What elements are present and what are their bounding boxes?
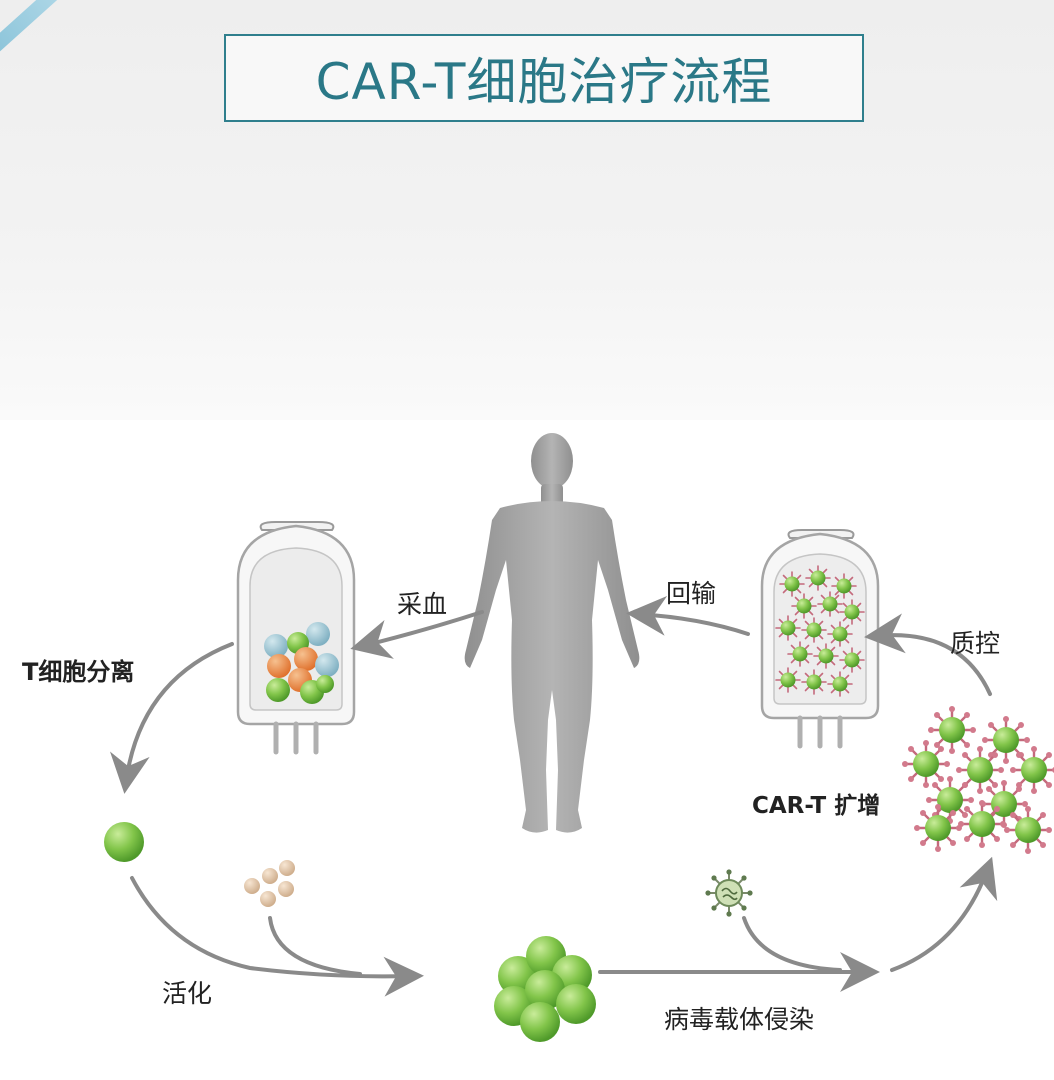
title-frame: CAR-T细胞治疗流程: [224, 34, 864, 122]
isolated-t-cell: [104, 822, 144, 862]
mixed-blood-cells: [264, 622, 339, 704]
label-activation: 活化: [162, 979, 213, 1008]
arrow-blood-draw: [350, 610, 484, 659]
arrow-activation: [130, 876, 424, 997]
car-t-infusion-bag: [760, 529, 880, 749]
arrow-quality-control: [864, 613, 992, 696]
label-blood-draw: 采血: [397, 590, 448, 619]
human-body-figure: [464, 433, 640, 833]
page-title: CAR-T细胞治疗流程: [315, 53, 773, 111]
apheresis-bag: [236, 521, 356, 755]
label-viral-vector-transduction: 病毒载体侵染: [664, 1005, 815, 1034]
label-reinfusion: 回输: [666, 579, 717, 608]
expanded-car-t-cells: [900, 704, 1054, 856]
arrow-expansion: [890, 856, 998, 972]
arrow-vector: [742, 916, 842, 972]
arrow-beads: [268, 916, 362, 976]
activation-beads: [244, 860, 295, 907]
process-arrows: [110, 595, 998, 997]
arrow-reinfusion: [626, 595, 750, 636]
viral-vector: [705, 869, 753, 917]
label-car-t-expansion: CAR-T 扩增: [752, 793, 881, 819]
activated-t-cell-cluster: [494, 936, 596, 1042]
arrow-separation: [110, 642, 234, 794]
label-t-cell-separation: T细胞分离: [22, 658, 135, 686]
label-quality-control: 质控: [950, 629, 1001, 658]
